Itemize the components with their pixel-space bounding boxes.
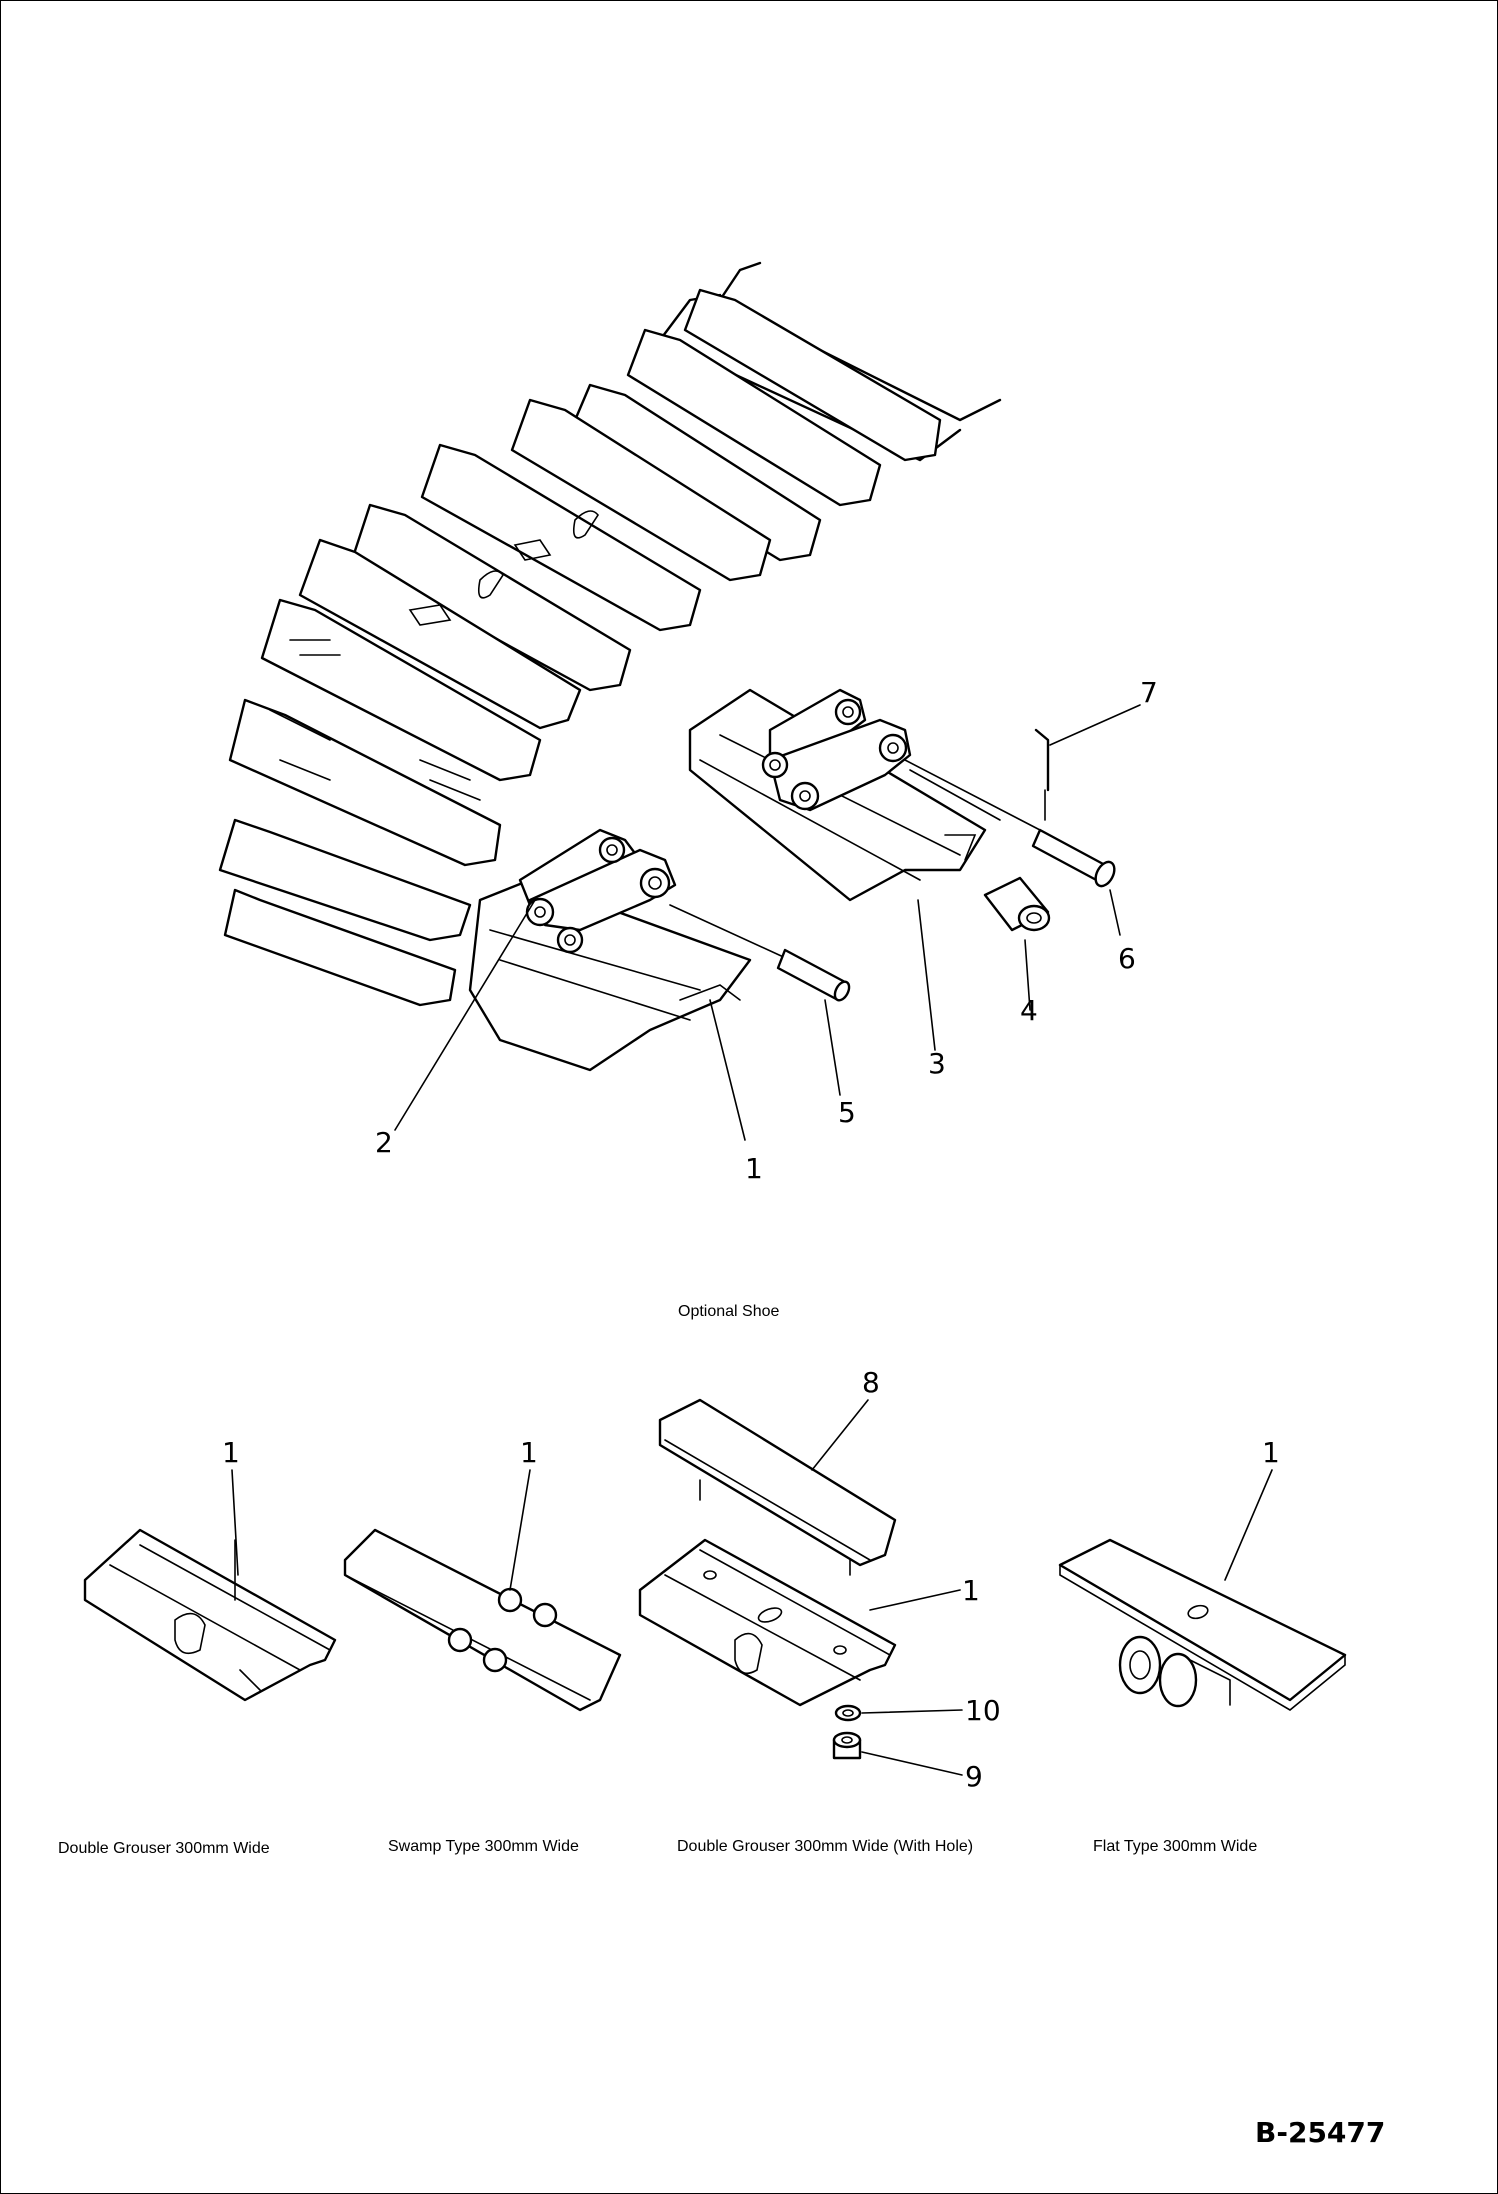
callout-2: 2 — [375, 1126, 393, 1159]
shoe-flat-type-drawing — [1058, 1538, 1347, 1711]
main-leader-lines — [394, 704, 1141, 1141]
shoe1-leader — [231, 1469, 239, 1576]
callout-5: 5 — [838, 1096, 856, 1129]
shoe3-callout-8: 8 — [862, 1366, 880, 1399]
caption-swamp-type: Swamp Type 300mm Wide — [388, 1838, 579, 1855]
shoe2-callout: 1 — [520, 1436, 538, 1469]
shoe-swamp-type-drawing — [343, 1528, 622, 1712]
shoe3-callout-9: 9 — [965, 1760, 983, 1793]
shoe-double-grouser-drawing — [83, 1528, 337, 1702]
shoe1-callout: 1 — [222, 1436, 240, 1469]
caption-double-grouser: Double Grouser 300mm Wide — [58, 1840, 270, 1857]
shoe3-leader-1 — [869, 1589, 961, 1611]
shoe3-callout-1: 1 — [962, 1574, 980, 1607]
callout-7: 7 — [1140, 676, 1158, 709]
drawing-number: B-25477 — [1255, 2116, 1385, 2149]
caption-double-grouser-with-hole: Double Grouser 300mm Wide (With Hole) — [677, 1838, 973, 1855]
shoe-double-grouser-with-hole-drawing — [638, 1398, 897, 1760]
shoe3-leader-9 — [861, 1751, 963, 1776]
shoe4-callout: 1 — [1262, 1436, 1280, 1469]
optional-shoe-title: Optional Shoe — [678, 1303, 780, 1320]
shoe3-leader-8 — [811, 1399, 869, 1471]
callout-6: 6 — [1118, 942, 1136, 975]
shoe3-leader-10 — [861, 1709, 963, 1714]
track-assembly-drawing — [218, 261, 1116, 1072]
shoe3-callout-10: 10 — [965, 1694, 1001, 1727]
shoe4-leader — [1224, 1469, 1273, 1581]
callout-3: 3 — [928, 1047, 946, 1080]
caption-flat-type: Flat Type 300mm Wide — [1093, 1838, 1257, 1855]
callout-4: 4 — [1020, 994, 1038, 1027]
shoe2-leader — [509, 1469, 531, 1591]
callout-1: 1 — [745, 1152, 763, 1185]
